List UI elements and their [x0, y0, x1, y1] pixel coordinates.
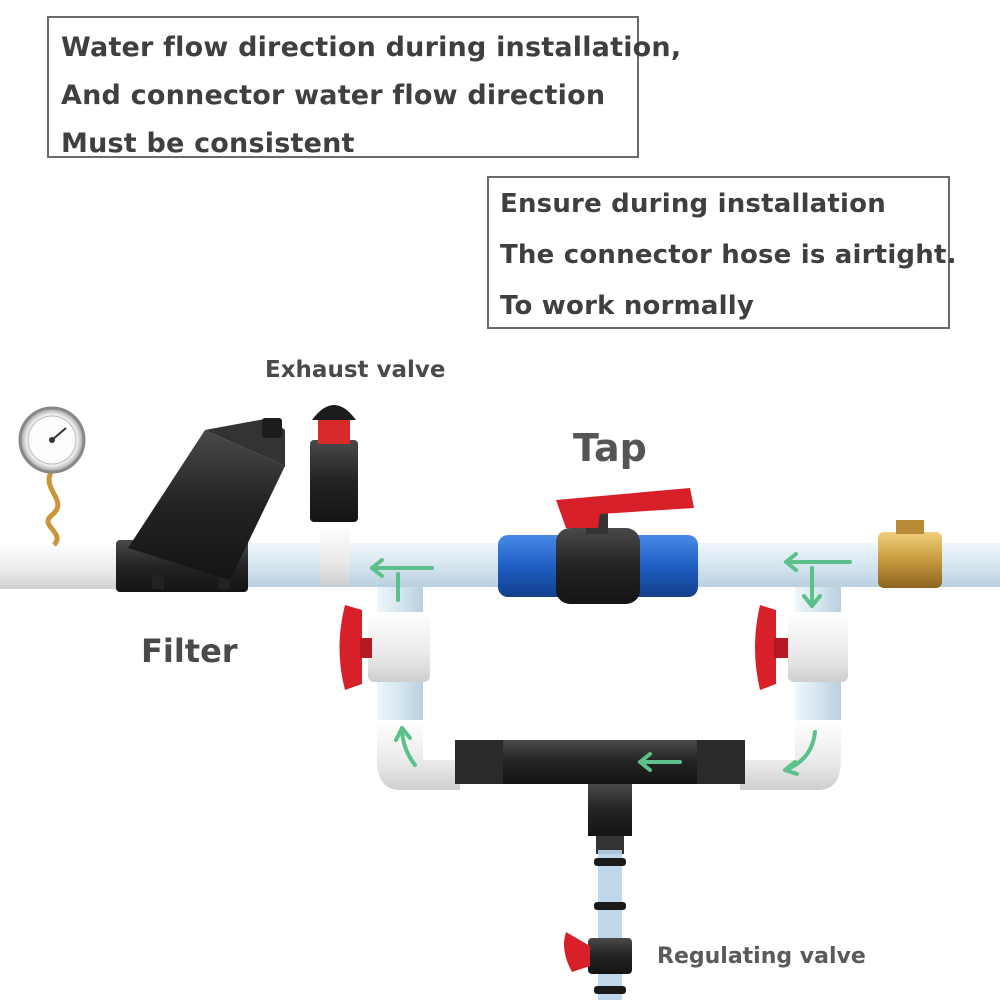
venturi-injector	[455, 740, 745, 854]
exhaust-valve	[310, 405, 358, 585]
label-filter: Filter	[141, 632, 238, 670]
tap-ball-valve	[498, 488, 698, 604]
note-flow-direction: Water flow direction during installation…	[47, 16, 682, 159]
suction-hose	[564, 850, 632, 1000]
y-filter	[116, 418, 285, 592]
note-line: Ensure during installation	[500, 189, 886, 219]
note-line: And connector water flow direction	[61, 80, 606, 111]
flow-arrows	[370, 552, 852, 776]
right-red-valve	[755, 605, 788, 690]
label-regulating-valve: Regulating valve	[657, 944, 866, 969]
note-line: To work normally	[500, 291, 755, 321]
note-line: Water flow direction during installation…	[61, 32, 682, 63]
note-line: The connector hose is airtight.	[500, 240, 957, 270]
label-exhaust-valve: Exhaust valve	[265, 357, 446, 383]
note-airtight: Ensure during installation The connector…	[487, 176, 957, 329]
label-tap: Tap	[573, 426, 647, 470]
note-line: Must be consistent	[61, 128, 355, 159]
brass-check-valve	[878, 520, 942, 588]
left-red-valve	[339, 605, 372, 690]
left-branch	[368, 587, 460, 790]
pressure-gauge	[18, 406, 86, 547]
right-branch	[740, 587, 848, 790]
